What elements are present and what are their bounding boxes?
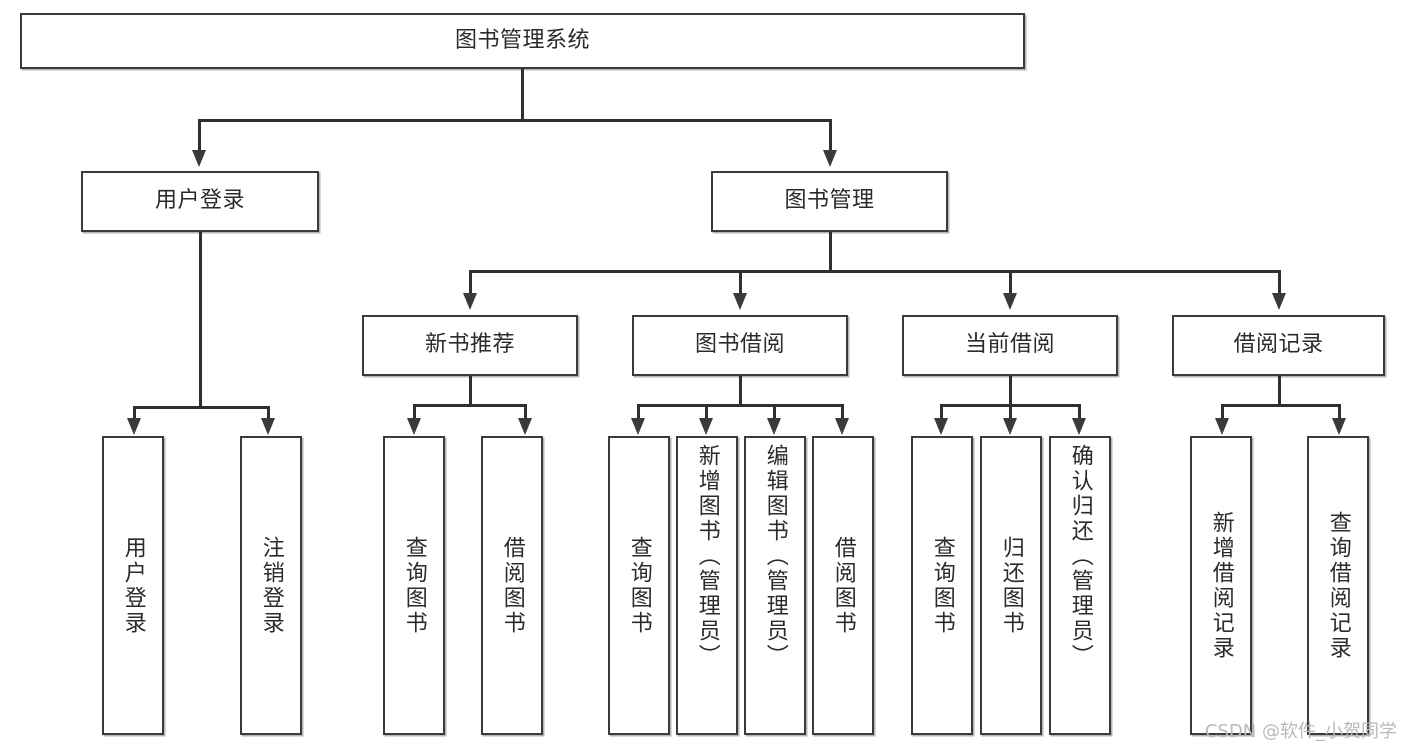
leaf-borrow-borrow-book-label: 借阅图书: [830, 535, 856, 636]
connector-records-drop-1: [1221, 404, 1224, 421]
arrow-leaf-user-login-2: [261, 418, 275, 435]
leaf-borrow-edit-book-label: 编辑图书（管理员）: [762, 444, 788, 669]
connector-root-bus: [198, 119, 832, 122]
connector-new-book-bus: [413, 404, 526, 407]
connector-user-login-drop-1: [133, 406, 136, 421]
arrow-leaf-current-borrow-3: [1072, 418, 1086, 435]
connector-level3-drop-2: [739, 270, 742, 295]
leaf-borrow-add-book[interactable]: 新增图书（管理员）: [676, 436, 738, 735]
arrow-leaf-book-borrow-3: [767, 418, 781, 435]
connector-book-borrow-bus: [637, 404, 843, 407]
arrow-level3-2: [733, 293, 747, 310]
arrow-leaf-book-borrow-2: [699, 418, 713, 435]
leaf-new-book-borrow[interactable]: 借阅图书: [481, 436, 543, 735]
connector-user-login-drop-2: [267, 406, 270, 421]
connector-to-user-login: [198, 119, 201, 152]
connector-to-book-manage: [829, 119, 832, 152]
connector-new-book-drop-2: [524, 404, 527, 421]
node-current-borrow-label: 当前借阅: [964, 332, 1055, 358]
connector-records-stem: [1278, 376, 1281, 406]
leaf-current-query-label: 查询图书: [929, 535, 955, 636]
leaf-borrow-query[interactable]: 查询图书: [608, 436, 670, 735]
leaf-borrow-query-label: 查询图书: [626, 535, 652, 636]
connector-records-bus: [1221, 404, 1338, 407]
leaf-current-return-label: 归还图书: [998, 535, 1024, 636]
node-book-borrow-label: 图书借阅: [694, 332, 785, 358]
connector-current-borrow-drop-1: [940, 404, 943, 421]
leaf-current-return[interactable]: 归还图书: [980, 436, 1042, 735]
arrow-leaf-book-borrow-4: [835, 418, 849, 435]
connector-root-stem: [521, 69, 524, 120]
arrow-level3-1: [463, 293, 477, 310]
connector-level3-drop-1: [469, 270, 472, 295]
leaf-borrow-edit-book[interactable]: 编辑图书（管理员）: [744, 436, 806, 735]
leaf-records-add-label: 新增借阅记录: [1208, 510, 1234, 661]
arrow-level3-3: [1003, 293, 1017, 310]
arrow-leaf-current-borrow-2: [1003, 418, 1017, 435]
leaf-logout-label: 注销登录: [258, 535, 284, 636]
watermark: CSDN @软件_小贺同学: [1204, 721, 1397, 742]
arrow-leaf-book-borrow-1: [631, 418, 645, 435]
arrow-leaf-records-1: [1215, 418, 1229, 435]
arrow-leaf-new-book-2: [518, 418, 532, 435]
connector-current-borrow-drop-3: [1078, 404, 1081, 421]
connector-level3-drop-4: [1278, 270, 1281, 295]
connector-user-login-bus: [133, 406, 267, 409]
connector-current-borrow-stem: [1009, 376, 1012, 406]
leaf-borrow-borrow-book[interactable]: 借阅图书: [812, 436, 874, 735]
leaf-user-login-label: 用户登录: [120, 535, 146, 636]
connector-book-borrow-drop-3: [773, 404, 776, 421]
connector-current-borrow-drop-2: [1009, 404, 1012, 421]
leaf-records-query[interactable]: 查询借阅记录: [1307, 436, 1369, 735]
leaf-current-confirm-return[interactable]: 确认归还（管理员）: [1049, 436, 1111, 735]
arrow-leaf-current-borrow-1: [934, 418, 948, 435]
leaf-records-add[interactable]: 新增借阅记录: [1190, 436, 1252, 735]
leaf-logout[interactable]: 注销登录: [240, 436, 302, 735]
leaf-borrow-add-book-label: 新增图书（管理员）: [694, 444, 720, 669]
arrow-leaf-new-book-1: [407, 418, 421, 435]
leaf-current-query[interactable]: 查询图书: [911, 436, 973, 735]
node-book-management[interactable]: 图书管理: [711, 171, 948, 232]
connector-records-drop-2: [1338, 404, 1341, 421]
connector-new-book-drop-1: [413, 404, 416, 421]
leaf-new-book-query-label: 查询图书: [401, 535, 427, 636]
node-borrow-records[interactable]: 借阅记录: [1172, 315, 1385, 376]
node-new-book-recommend[interactable]: 新书推荐: [362, 315, 578, 376]
connector-book-borrow-stem: [739, 376, 742, 406]
leaf-new-book-query[interactable]: 查询图书: [383, 436, 445, 735]
leaf-new-book-borrow-label: 借阅图书: [499, 535, 525, 636]
connector-book-borrow-drop-4: [841, 404, 844, 421]
arrow-leaf-records-2: [1332, 418, 1346, 435]
node-user-login-label: 用户登录: [154, 188, 245, 214]
connector-level3-bus: [469, 270, 1279, 273]
node-book-borrow[interactable]: 图书借阅: [632, 315, 848, 376]
node-root-label: 图书管理系统: [454, 27, 590, 53]
connector-book-manage-stem: [829, 232, 832, 272]
leaf-current-confirm-return-label: 确认归还（管理员）: [1067, 444, 1093, 669]
node-root[interactable]: 图书管理系统: [20, 13, 1025, 69]
node-borrow-records-label: 借阅记录: [1233, 332, 1324, 358]
node-book-management-label: 图书管理: [784, 188, 875, 214]
node-current-borrow[interactable]: 当前借阅: [902, 315, 1118, 376]
connector-book-borrow-drop-2: [705, 404, 708, 421]
connector-user-login-stem: [199, 232, 202, 408]
leaf-records-query-label: 查询借阅记录: [1325, 510, 1351, 661]
connector-level3-drop-3: [1009, 270, 1012, 295]
connector-new-book-stem: [469, 376, 472, 406]
node-new-book-recommend-label: 新书推荐: [424, 332, 515, 358]
arrow-to-book-manage: [823, 150, 837, 167]
arrow-leaf-user-login-1: [127, 418, 141, 435]
node-user-login[interactable]: 用户登录: [81, 171, 319, 232]
arrow-to-user-login: [192, 150, 206, 167]
connector-book-borrow-drop-1: [637, 404, 640, 421]
leaf-user-login[interactable]: 用户登录: [102, 436, 164, 735]
arrow-level3-4: [1272, 293, 1286, 310]
